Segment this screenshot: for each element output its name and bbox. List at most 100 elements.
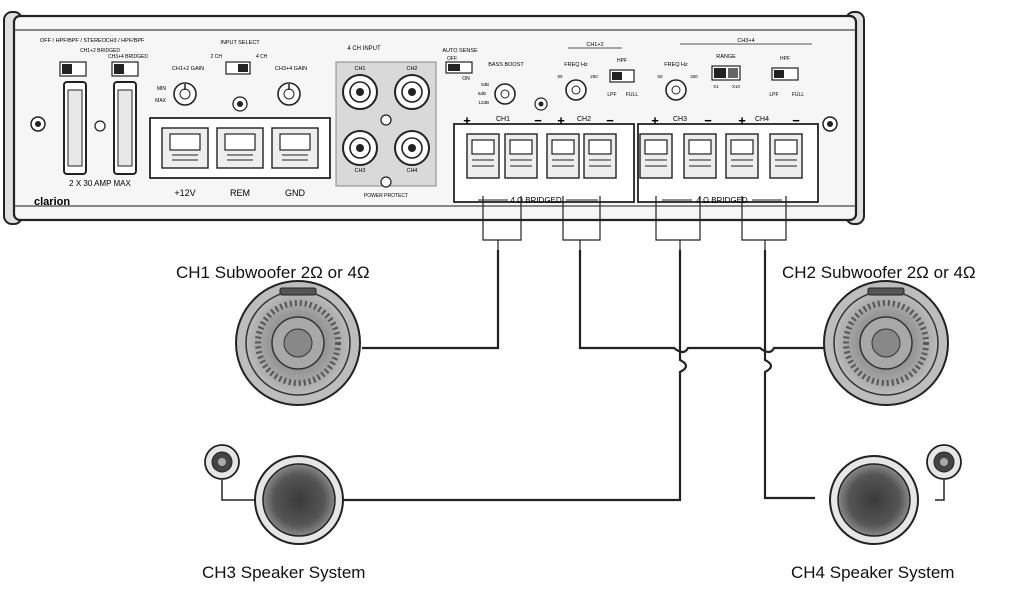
ch1-plus: +: [463, 113, 471, 128]
brand-logo: clarion: [34, 196, 70, 208]
bridged-label-ch12: 4 Ω BRIDGED: [510, 196, 562, 205]
amp-rating: 2 X 30 AMP MAX: [69, 179, 131, 188]
rca-jack-ch4[interactable]: [394, 130, 430, 166]
amplifier: OFF / HPF/BPF / STEREO CH3 / HPF/BPF CH1…: [3, 11, 865, 225]
ch1-label: CH1: [496, 116, 510, 123]
ch3-label: CH3: [673, 116, 687, 123]
crossover-ch34-label: CH3 / HPF/BPF: [106, 38, 145, 44]
speaker-ch4: [829, 455, 919, 545]
ch34-hpf-label: HPF: [780, 56, 790, 62]
min-label: MIN: [157, 86, 167, 92]
wire-ch4: [763, 250, 815, 500]
tweeter-ch4: [926, 444, 962, 480]
speaker-wires: [221, 196, 945, 502]
terminal-12v-label: +12V: [174, 188, 195, 198]
ch34-gain-knob[interactable]: [277, 82, 301, 106]
auto-sense-off-label: OFF: [447, 56, 457, 62]
terminal-gnd[interactable]: [271, 127, 319, 169]
ch12-filter-group-label: CH1+2: [586, 42, 603, 48]
caption-ch2-subwoofer: CH2 Subwoofer 2Ω or 4Ω: [782, 263, 976, 282]
speaker-terminal[interactable]: [769, 133, 803, 179]
range-switch[interactable]: [711, 65, 741, 81]
rca-label-ch1: CH1: [354, 66, 365, 72]
bass-value-12db: 12dB: [478, 100, 489, 105]
ch3-minus: −: [704, 113, 712, 128]
wire-ch2: [578, 250, 832, 354]
ch2-minus: −: [606, 113, 614, 128]
auto-sense-label: AUTO SENSE: [442, 48, 478, 54]
speaker-terminal[interactable]: [546, 133, 580, 179]
ch34-full-label: FULL: [792, 92, 804, 98]
input-option-4ch: 4 CH: [256, 54, 268, 60]
rca-label-ch3: CH3: [354, 168, 365, 174]
subwoofer-ch1: [235, 280, 361, 406]
ch12-freq-label: FREQ Hz: [564, 62, 588, 68]
auto-sense-switch[interactable]: [445, 61, 473, 74]
power-protect-label: POWER PROTECT: [364, 193, 408, 199]
wire-ch3: [340, 250, 688, 502]
ch4-minus: −: [792, 113, 800, 128]
ch12-hpf-label: HPF: [617, 58, 627, 64]
ch34-freq-knob[interactable]: [665, 79, 687, 101]
bass-boost-label: BASS BOOST: [488, 62, 524, 68]
bass-boost-knob[interactable]: [494, 83, 516, 105]
speaker-terminal[interactable]: [725, 133, 759, 179]
crossover-ch12-label: OFF / HPF/BPF / STEREO: [40, 38, 107, 44]
ch34-freq-label: FREQ Hz: [664, 62, 688, 68]
tweeter-ch3: [204, 444, 240, 480]
bridged-label-ch34: 4 Ω BRIDGED: [696, 196, 748, 205]
caption-ch3-speaker: CH3 Speaker System: [202, 563, 366, 582]
ch12-freq-knob[interactable]: [565, 79, 587, 101]
range-x1-label: X1: [713, 84, 719, 89]
speaker-ch3: [254, 455, 344, 545]
ch12-gain-knob[interactable]: [173, 82, 197, 106]
wire-ch1: [362, 250, 500, 350]
rca-group-label: 4 CH INPUT: [347, 46, 381, 52]
ch12-freq-min: 50: [557, 74, 563, 79]
ch12-full-label: FULL: [626, 92, 638, 98]
ch4-label: CH4: [755, 116, 769, 123]
power-protect-led: [380, 176, 392, 188]
speaker-terminal[interactable]: [639, 133, 673, 179]
input-option-2ch: 2 CH: [211, 54, 223, 60]
rca-jack-ch2[interactable]: [394, 74, 430, 110]
terminal-gnd-label: GND: [285, 188, 306, 198]
rca-label-ch2: CH2: [406, 66, 417, 72]
ch12-freq-max: 250: [590, 74, 598, 79]
terminal-12v[interactable]: [161, 127, 209, 169]
input-select-label: INPUT SELECT: [220, 40, 260, 46]
speaker-terminal[interactable]: [583, 133, 617, 179]
range-label: RANGE: [716, 54, 736, 60]
ch34-gain-label: CH3+4 GAIN: [275, 66, 307, 72]
ch12-bridged-label: CH1+2 BRIDGED: [80, 48, 120, 54]
subwoofer-ch2: [823, 280, 949, 406]
ch12-filter-switch[interactable]: [609, 69, 635, 83]
speaker-terminal[interactable]: [504, 133, 538, 179]
rca-label-ch4: CH4: [406, 168, 417, 174]
fuse-1: [63, 81, 87, 175]
bass-value-6db: 6dB: [478, 91, 486, 96]
rca-jack-ch3[interactable]: [342, 130, 378, 166]
rca-jack-ch1[interactable]: [342, 74, 378, 110]
terminal-rem[interactable]: [216, 127, 264, 169]
speaker-terminal[interactable]: [466, 133, 500, 179]
ch2-plus: +: [557, 113, 565, 128]
max-label: MAX: [155, 98, 167, 104]
auto-sense-on-label: ON: [462, 76, 470, 82]
input-select-switch[interactable]: [225, 61, 251, 75]
ch12-lpf-label: LPF: [607, 92, 616, 98]
mounting-screw-icon: [30, 116, 46, 132]
fuse-2: [113, 81, 137, 175]
ch12-gain-label: CH1+2 GAIN: [172, 66, 204, 72]
ch34-freq-max: 250: [690, 74, 698, 79]
range-x10-label: X10: [732, 84, 741, 89]
ch34-filter-switch[interactable]: [771, 67, 799, 81]
caption-ch4-speaker: CH4 Speaker System: [791, 563, 955, 582]
speaker-terminals[interactable]: [466, 133, 803, 179]
ch1-minus: −: [534, 113, 542, 128]
bass-value-0db: 0dB: [481, 82, 489, 87]
speaker-terminal[interactable]: [683, 133, 717, 179]
ch34-bridged-label: CH3+4 BRIDGED: [108, 54, 148, 60]
